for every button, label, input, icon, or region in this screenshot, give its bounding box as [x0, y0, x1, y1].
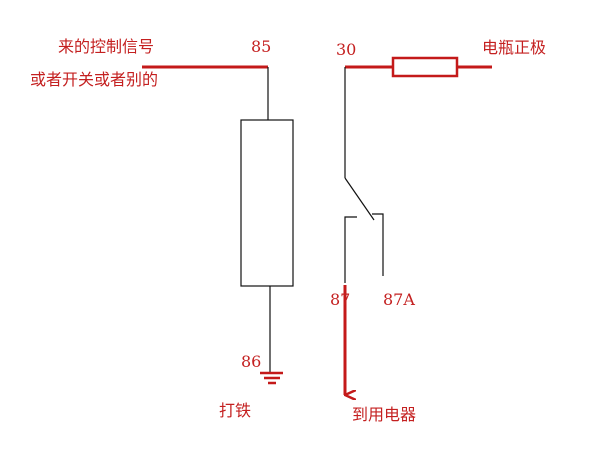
control-signal-label-line2: 或者开关或者别的 [30, 70, 159, 89]
ground-symbol [260, 371, 283, 385]
fuse [391, 56, 459, 78]
pin-87-label: 87 [330, 290, 351, 309]
contact-87 [344, 216, 357, 283]
to-appliance-label: 到用电器 [352, 405, 417, 424]
pin-86-label: 86 [241, 352, 262, 371]
switch-blade [344, 177, 375, 221]
battery-positive-label: 电瓶正极 [482, 38, 547, 57]
ground-label: 打铁 [219, 401, 252, 420]
pin-87a-label: 87A [383, 290, 415, 309]
control-signal-label-line1: 来的控制信号 [58, 37, 155, 56]
relay-coil [240, 119, 294, 287]
pin-30-label: 30 [336, 40, 357, 59]
pin-85-label: 85 [251, 37, 272, 56]
contact-87a [372, 213, 384, 276]
